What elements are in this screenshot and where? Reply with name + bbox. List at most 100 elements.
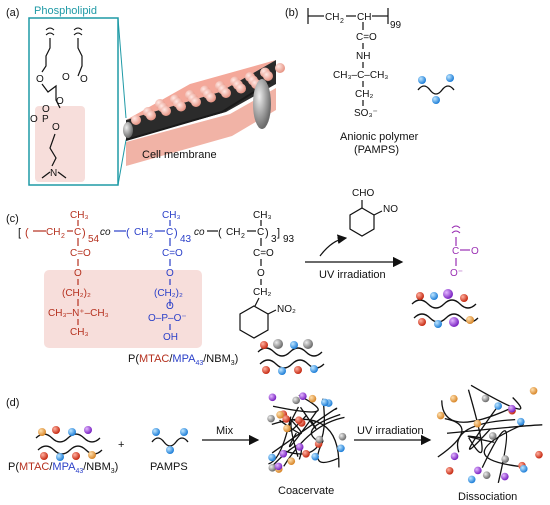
pamps-repeat: 99	[390, 20, 402, 31]
panel-b-label: (b)	[285, 7, 298, 19]
polymer-name-c-mtac: MTAC	[139, 353, 169, 365]
bead	[501, 455, 509, 463]
polymer-cartoon-d	[35, 426, 103, 461]
polymer-name-d-suffix: )	[115, 461, 119, 473]
svg-text:CH: CH	[46, 227, 60, 238]
network-strand	[456, 418, 516, 453]
bead	[267, 414, 275, 423]
mpa-phosphate: O–P–O⁻	[148, 313, 187, 324]
svg-text:2: 2	[241, 233, 245, 240]
bead	[482, 471, 491, 479]
svg-text:C: C	[74, 227, 81, 238]
lipid-head	[146, 110, 156, 121]
nbm-ch2: CH₂	[253, 287, 271, 298]
network-strand	[446, 424, 543, 434]
membrane-protein	[253, 79, 271, 129]
bead	[535, 450, 543, 459]
polymer-name-d-mpa-sub: 43	[75, 468, 83, 475]
network-strand	[271, 407, 338, 454]
bead	[321, 398, 329, 407]
pamps-nh: NH	[356, 51, 370, 62]
pamps-quaternary: CH₃–C–CH₃	[333, 70, 388, 81]
nbm-carbonyl: C=O	[253, 248, 274, 259]
nbm-o: O	[257, 268, 265, 279]
svg-text:C: C	[257, 227, 264, 238]
pamps-so3: SO₃⁻	[354, 108, 378, 119]
bead	[283, 424, 291, 433]
dissociation-label: Dissociation	[458, 491, 517, 503]
cell-membrane-illustration	[123, 60, 285, 166]
carboxylate-ominus: O⁻	[450, 268, 463, 279]
bead	[529, 386, 538, 395]
unit3-repeat: 3	[271, 234, 277, 245]
unit2-repeat: 43	[180, 234, 192, 245]
polymer-name-c: P(MTAC/MPA43/NBM3)	[128, 353, 238, 367]
unit1-repeat: 54	[88, 234, 100, 245]
bead	[308, 394, 317, 403]
dissociation-network	[436, 384, 543, 484]
svg-text:2: 2	[340, 18, 344, 25]
tail-chain-1	[41, 38, 51, 73]
svg-text:(: (	[25, 227, 29, 239]
mtac-o: O	[74, 268, 82, 279]
svg-text:(: (	[218, 227, 222, 239]
glycerol-backbone	[41, 83, 61, 109]
bead	[338, 432, 347, 441]
tail-chain-2	[77, 38, 83, 77]
cell-membrane-label: Cell membrane	[142, 149, 217, 161]
network-strand	[437, 418, 463, 458]
bead	[315, 435, 324, 444]
plus-sign: +	[118, 439, 124, 451]
carboxylate-group	[451, 225, 470, 266]
svg-text:CH: CH	[134, 227, 148, 238]
pamps-title-line2: (PAMPS)	[354, 144, 399, 156]
svg-text:(: (	[126, 227, 130, 239]
glycerol-o: O	[56, 96, 64, 107]
polymer-name-c-nbm: /NBM	[203, 353, 231, 365]
polymer-name-d-mtac: MTAC	[19, 461, 49, 473]
pamps-title-line1: Anionic polymer	[340, 131, 419, 143]
svg-text:): )	[174, 227, 178, 239]
carboxylate-o: O	[471, 246, 479, 257]
mtac-highlight	[44, 270, 202, 348]
network-strand	[279, 416, 302, 435]
bead	[467, 475, 476, 484]
polymer-name-d: P(MTAC/MPA43/NBM3)	[8, 461, 118, 475]
pamps-carbonyl: C=O	[356, 32, 377, 43]
nbm-no2: NO₂	[277, 304, 296, 315]
svg-text:2: 2	[61, 233, 65, 240]
polymer-cartoon-after-uv	[411, 289, 479, 328]
headgroup-highlight	[35, 106, 85, 182]
choline-methyl-2	[57, 171, 67, 179]
bead	[268, 464, 277, 472]
bead	[436, 411, 445, 420]
coacervate-network	[267, 392, 347, 473]
svg-text:2: 2	[149, 233, 153, 240]
polymer-name-c-nbm-sub: 3	[231, 360, 235, 367]
lipid-head	[263, 71, 273, 81]
pamps-label-d: PAMPS	[150, 461, 188, 473]
zoom-line-top	[117, 17, 127, 119]
bead	[279, 449, 288, 458]
bead	[450, 394, 458, 403]
bead	[481, 394, 490, 403]
svg-text:CH: CH	[325, 12, 339, 23]
pamps-ch2: CH₂	[355, 89, 373, 100]
zoom-line-bottom	[117, 139, 127, 186]
lipid-head	[161, 106, 171, 116]
network-strand	[467, 389, 483, 454]
ester-o-3: O	[80, 74, 88, 85]
network-strand	[441, 400, 511, 423]
bead	[268, 453, 276, 462]
mpa-ch3: CH₃	[162, 210, 181, 221]
polymer-name-c-mpa: MPA	[172, 353, 196, 365]
byproduct-arrow	[319, 234, 348, 257]
bead	[474, 466, 482, 475]
byproduct-nitroso: NO	[383, 204, 398, 215]
bead	[517, 417, 525, 426]
polymer-name-d-nbm: /NBM	[83, 461, 111, 473]
mpa-side-chain: CH₃ C=O O (CH₂)₂ O–P–O⁻ O OH	[148, 210, 187, 343]
lipid-head	[236, 83, 246, 94]
